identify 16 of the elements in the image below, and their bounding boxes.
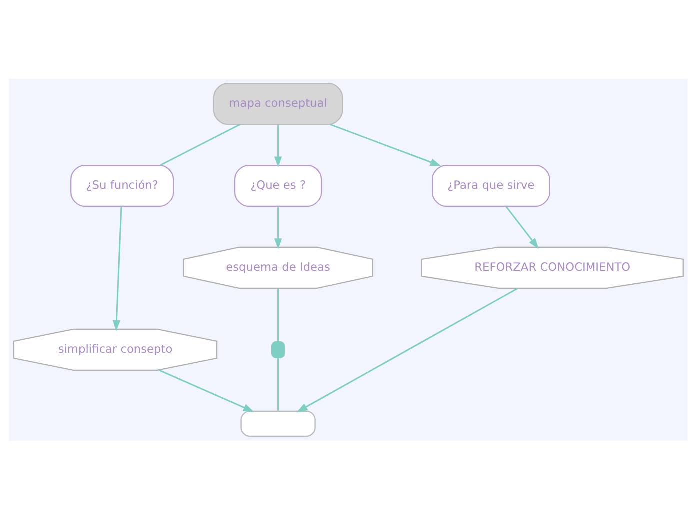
connector xyxy=(160,124,240,166)
arrow xyxy=(296,288,518,412)
connector xyxy=(277,358,279,411)
arrow xyxy=(274,124,282,168)
arrow xyxy=(112,206,122,332)
connector xyxy=(277,288,279,342)
node-box: ¿Su función? xyxy=(70,164,174,208)
arrow xyxy=(158,370,254,412)
arrow xyxy=(505,206,538,250)
arrow xyxy=(274,206,282,250)
node-box xyxy=(270,341,285,358)
node-box: mapa conseptual xyxy=(212,82,343,126)
node-box: ¿Para que sirve xyxy=(431,164,550,208)
node-box: ¿Que es ? xyxy=(234,164,322,208)
node-box xyxy=(240,410,316,438)
arrow xyxy=(330,124,441,166)
